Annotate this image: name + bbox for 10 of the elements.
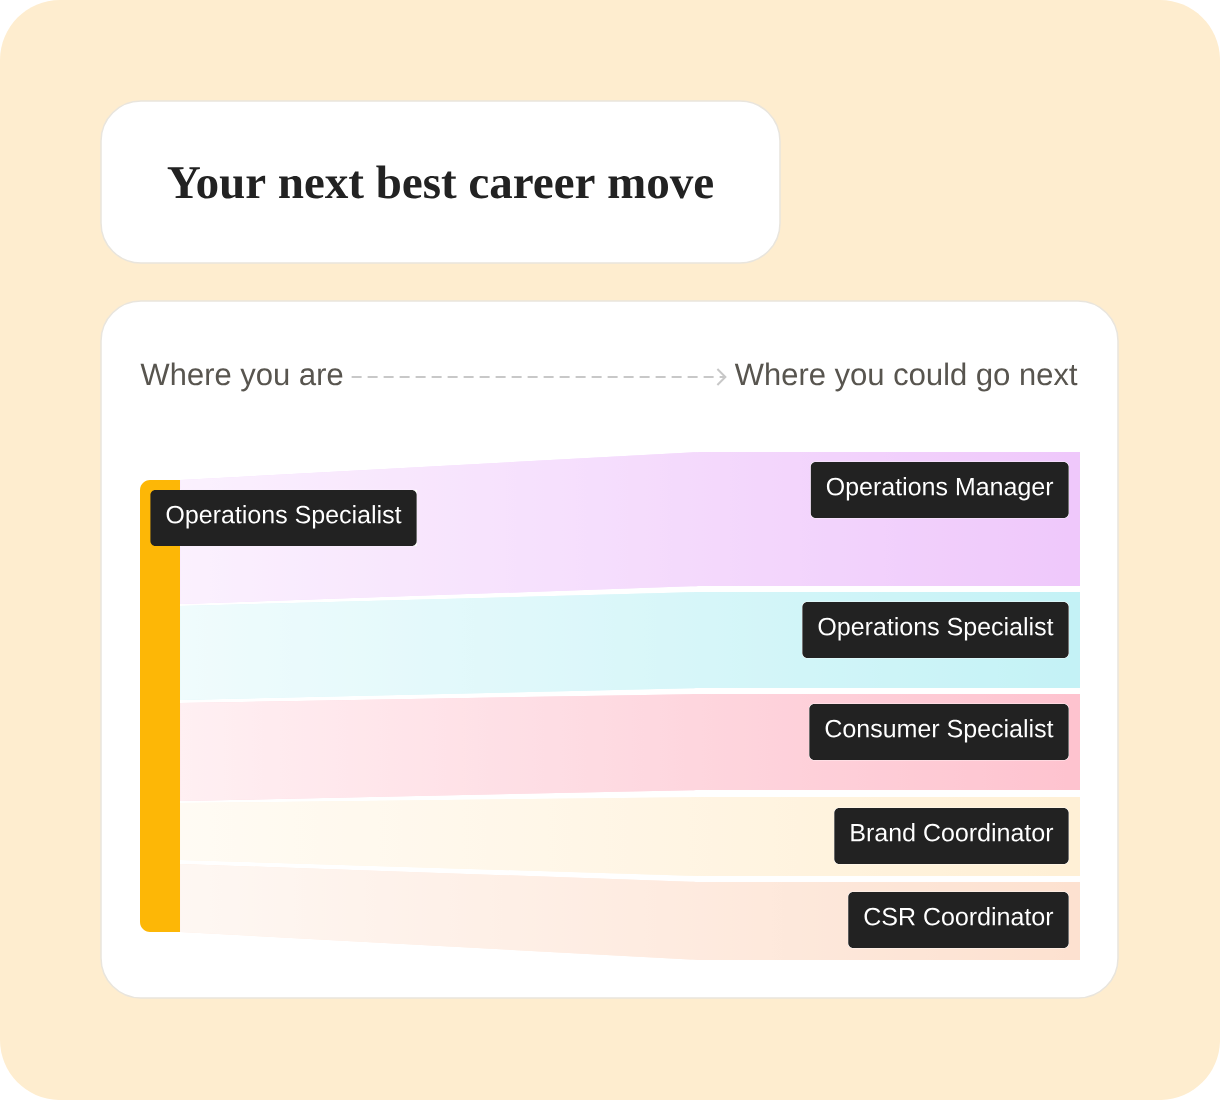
role-tag: CSR Coordinator <box>848 892 1069 948</box>
column-heading: Where you could go next <box>734 362 1078 392</box>
dashed-arrow <box>350 368 727 386</box>
role-tag: Brand Coordinator <box>834 808 1069 864</box>
role-tag: Operations Specialist <box>150 490 417 546</box>
role-tag: Operations Specialist <box>802 602 1069 658</box>
title-card: Your next best career move <box>100 100 781 264</box>
column-heading: Where you are <box>140 362 343 392</box>
role-tag: Consumer Specialist <box>809 704 1069 760</box>
role-tag: Operations Manager <box>810 462 1069 518</box>
